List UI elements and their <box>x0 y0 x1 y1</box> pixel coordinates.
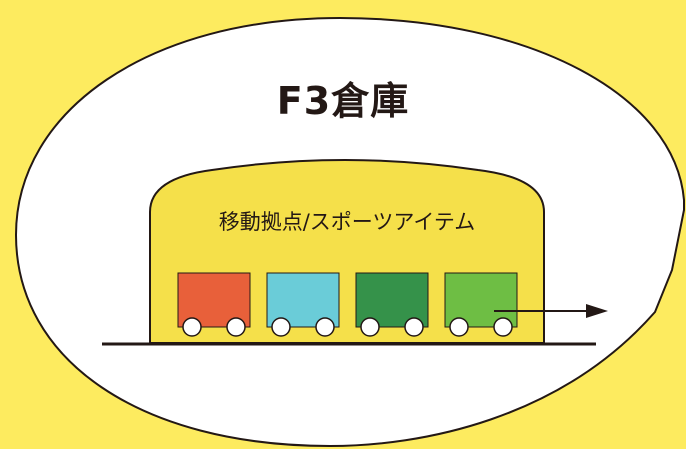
cart-4 <box>444 272 518 337</box>
cart-1 <box>177 272 251 337</box>
cart-wheel <box>271 317 291 337</box>
cart-3 <box>355 272 429 337</box>
cart-wheel <box>404 317 424 337</box>
move-arrow-head <box>586 304 608 318</box>
cart-wheel <box>360 317 380 337</box>
cart-wheel <box>449 317 469 337</box>
cart-wheel <box>226 317 246 337</box>
cart-wheel <box>182 317 202 337</box>
cart-group <box>177 272 518 337</box>
warehouse-label: 移動拠点/スポーツアイテム <box>218 210 476 234</box>
warehouse-title: F3倉庫 <box>276 79 410 123</box>
cart-wheel <box>315 317 335 337</box>
cart-2 <box>266 272 340 337</box>
cart-wheel <box>493 317 513 337</box>
